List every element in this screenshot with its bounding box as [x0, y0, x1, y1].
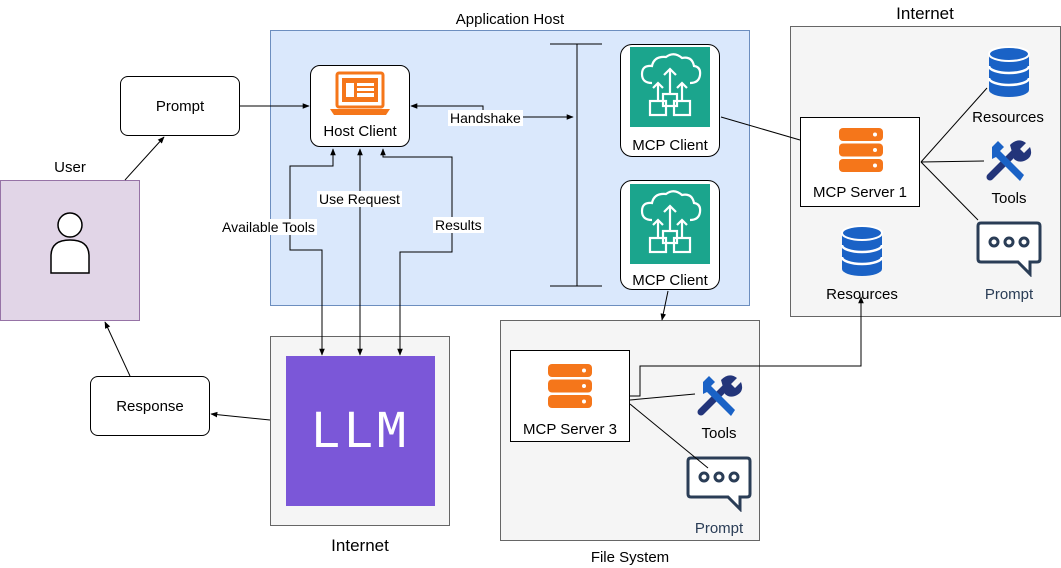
edge-server3-prompt: [629, 403, 709, 469]
application-host-label: Application Host: [455, 11, 565, 28]
edge-server1-tools: [920, 160, 985, 163]
server-icon-1: [839, 128, 883, 172]
tools-label-fs: Tools: [701, 425, 737, 442]
use-request-label: Use Request: [317, 191, 402, 207]
edge-server1-prompt: [920, 161, 979, 221]
user-label: User: [54, 159, 86, 176]
mcp-client-label-2: MCP Client: [632, 272, 708, 289]
internet-right-label: Internet: [896, 4, 954, 23]
edge-server1-resources: [920, 87, 988, 163]
llm-block: LLM: [286, 356, 435, 506]
tools-icon-fs: [697, 375, 743, 416]
handshake-label: Handshake: [448, 110, 523, 126]
file-system-label: File System: [590, 549, 670, 566]
edge-server3-resources: [630, 296, 864, 397]
cloud-upload-icon-1: [630, 47, 710, 127]
edge-response-user: [104, 321, 131, 377]
tools-icon-right: [986, 140, 1032, 181]
edge-llm-response: [210, 411, 271, 421]
results-label: Results: [433, 217, 484, 233]
resources-label-top: Resources: [972, 109, 1044, 126]
prompt-box-label: Prompt: [155, 97, 205, 115]
prompt-chat-icon-fs: [686, 456, 752, 512]
response-box-label: Response: [116, 397, 184, 415]
available-tools-label: Available Tools: [220, 219, 317, 235]
tools-label-right: Tools: [991, 190, 1027, 207]
prompt-box: Prompt: [120, 76, 240, 136]
edge-user-prompt: [124, 136, 165, 181]
response-box: Response: [90, 376, 210, 436]
prompt-chat-icon-right: [976, 221, 1042, 277]
edge-server3-tools: [629, 393, 696, 401]
database-icon-mid: [840, 225, 884, 276]
edge-client1-server1: [720, 116, 801, 141]
edge-available-tools: [289, 148, 336, 356]
edge-client2-filesystem: [660, 290, 669, 321]
resources-label-mid: Resources: [826, 286, 898, 303]
llm-label: LLM: [311, 403, 410, 459]
cloud-upload-icon-2: [630, 184, 710, 264]
laptop-icon: [330, 71, 390, 115]
user-icon: [50, 212, 90, 274]
mcp-client-label-1: MCP Client: [632, 137, 708, 154]
server-icon-3: [548, 364, 592, 408]
prompt-label-fs: Prompt: [694, 520, 744, 537]
internet-bottom-label: Internet: [331, 536, 389, 555]
edge-results: [380, 148, 453, 356]
prompt-label-right: Prompt: [984, 286, 1034, 303]
database-icon-top: [987, 46, 1031, 97]
host-client-label: Host Client: [323, 123, 397, 140]
mcp-server-3-label: MCP Server 3: [523, 421, 617, 438]
mcp-server-1-label: MCP Server 1: [813, 184, 907, 201]
